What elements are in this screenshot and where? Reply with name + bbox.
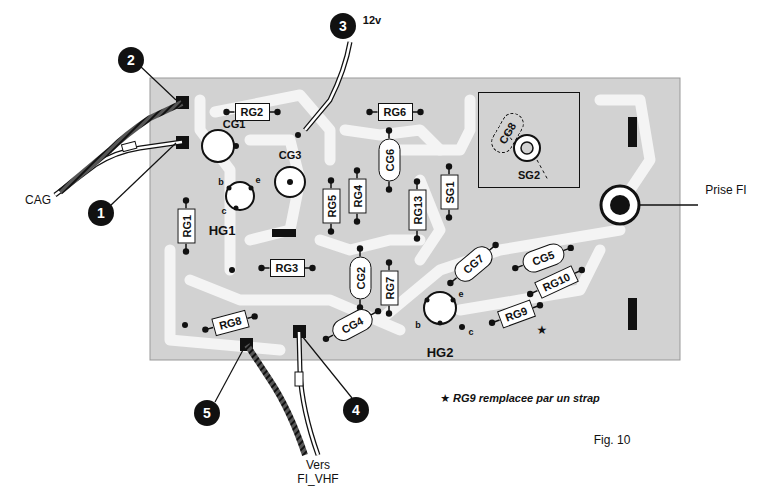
part-label: RG5 [325,195,337,218]
lead-pad [492,242,498,248]
part-label: HG1 [209,223,236,238]
resistor-symbol: RG6 [378,103,413,121]
part-label: CG8 [496,120,518,146]
resistor-symbol: RG13 [408,190,426,231]
lead-pad [386,186,392,192]
circuit-board [150,78,680,360]
supply-wire [305,42,350,130]
lead-pad [274,109,280,115]
callout-number: 3 [339,18,347,34]
lead-pad [309,265,315,271]
supply-label: 12v [363,14,381,26]
copper-traces [170,95,650,350]
lead-pad [414,178,420,184]
lead-pad [446,163,452,169]
transistor-symbol [226,182,254,210]
callout-number: 1 [97,205,105,221]
cable [55,142,182,195]
connector-label: Prise FI [705,183,746,197]
part-label: CG6 [383,149,395,172]
callout-number: 2 [127,52,135,68]
lead-pad [328,228,334,234]
pin-name: b [218,177,224,187]
lead-pad [386,259,392,265]
pin-name: c [221,206,226,216]
capacitor-symbol [202,130,234,162]
part-label: RG13 [411,196,423,225]
signal-name: CAG [25,193,51,207]
part-label: CG4 [339,314,365,335]
callout-number: 4 [352,402,360,418]
part-label: RG2 [241,106,264,118]
lead-pad [183,248,189,254]
resistor-symbol: RG3 [270,259,305,277]
lead-pad [202,326,208,332]
coil-symbol: SG1 [440,175,458,210]
part-label: SG1 [443,181,455,203]
resistor-symbol: RG4 [348,179,366,214]
capacitor-symbol: CG2 [349,257,371,300]
capacitor-symbol [275,167,305,197]
lead-pad [568,245,574,251]
pin-name: e [255,175,260,185]
signal-name: Vers FI_VHF [293,458,343,486]
part-label: CG1 [223,118,246,130]
coil-core [514,135,540,161]
coil-shield-box: SG2 CG8 [478,92,580,188]
shield-braid [60,103,182,192]
lead-pad [489,320,495,326]
resistor-symbol: RG1 [177,209,195,244]
cable [299,332,318,455]
figure-caption: Fig. 10 [594,433,631,447]
lead-pad [446,214,452,220]
lead-pad [223,109,229,115]
lead-pad [417,109,423,115]
callout-markers [88,13,369,426]
lead-pad [328,177,334,183]
part-label: RG6 [384,106,407,118]
note-text: ★ RG9 remplacee par un strap [440,392,600,405]
lead-pad [258,265,264,271]
part-label: CG2 [354,267,366,290]
lead-pad [512,265,518,271]
resistor-symbol: RG7 [380,271,398,306]
capacitor-symbol: CG8 [487,109,528,157]
lead-pad [537,302,543,308]
pin-name: c [468,327,473,337]
pin-name: b [415,320,421,330]
resistor-symbol: RG5 [322,189,340,224]
lead-pad [414,235,420,241]
lead-pad [183,197,189,203]
lead-pad [354,167,360,173]
note-mark: ★ [537,323,548,337]
part-label: SG2 [518,169,540,181]
lead-pad [447,280,453,286]
lead-pad [323,336,329,342]
part-label: RG4 [351,185,363,208]
part-label: HG2 [427,345,454,360]
part-label: RG8 [217,314,242,331]
lead-pad [366,109,372,115]
lead-pad [386,310,392,316]
lead-pad [386,127,392,133]
part-label: RG1 [180,215,192,238]
lead-pad [354,218,360,224]
lead-pad [579,267,585,273]
if-socket [601,186,639,224]
part-label: CG3 [279,149,302,161]
lead-pad [357,245,363,251]
part-label: CG5 [530,249,555,268]
callout-number: 5 [203,405,211,421]
lead-pad [527,291,533,297]
shield-braid [247,345,305,455]
lead-pad [251,313,257,319]
capacitor-symbol: CG6 [378,139,400,182]
transistor-symbol [424,292,456,324]
pin-name: e [458,289,463,299]
lead-pad [375,308,381,314]
part-label: RG3 [276,262,299,274]
part-label: RG7 [383,277,395,300]
